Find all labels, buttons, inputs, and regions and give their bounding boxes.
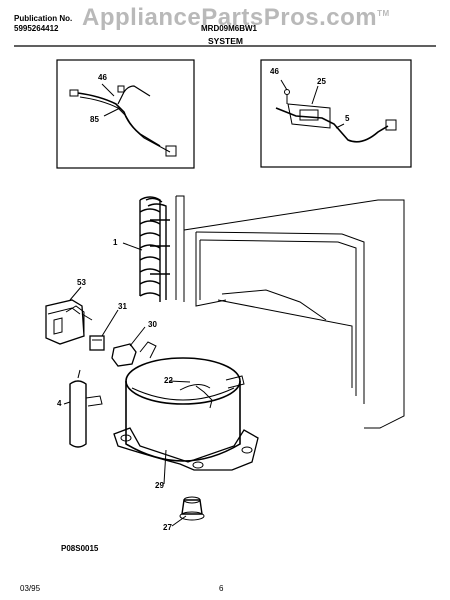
- callout-1: 1: [113, 238, 118, 247]
- callout-31: 31: [118, 302, 127, 311]
- callout-25: 25: [317, 77, 326, 86]
- section-title: SYSTEM: [208, 36, 243, 46]
- callout-4: 4: [57, 399, 62, 408]
- publication-number: 5995264412: [14, 24, 59, 33]
- callout-46-harness: 46: [98, 73, 107, 82]
- callout-29: 29: [155, 481, 164, 490]
- watermark-tm: TM: [377, 9, 390, 18]
- publication-label: Publication No.: [14, 14, 73, 23]
- callout-27: 27: [163, 523, 172, 532]
- watermark-text: AppliancePartsPros.com: [82, 4, 378, 31]
- footer-date: 03/95: [20, 584, 41, 593]
- callout-85: 85: [90, 115, 99, 124]
- model-number: MRD09M6BW1: [201, 24, 258, 33]
- watermark: AppliancePartsPros.comTM: [82, 4, 390, 32]
- callout-5: 5: [345, 114, 350, 123]
- callout-22: 22: [164, 376, 173, 385]
- drawing-number: P08S0015: [61, 544, 99, 553]
- callout-30: 30: [148, 320, 157, 329]
- callout-46-screw: 46: [270, 67, 279, 76]
- callout-53: 53: [77, 278, 86, 287]
- page-number: 6: [219, 584, 224, 593]
